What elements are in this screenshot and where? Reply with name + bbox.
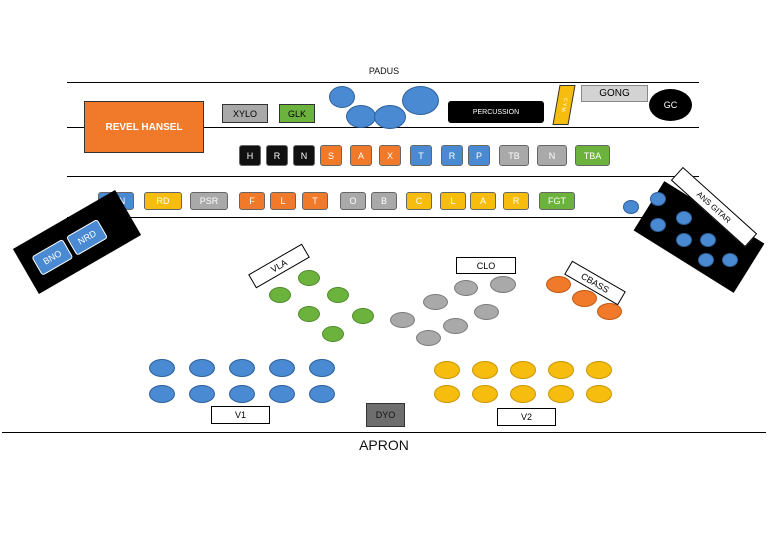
viola-seat bbox=[298, 270, 320, 286]
padus-label: PADUS bbox=[368, 66, 400, 76]
clo-tag: CLO bbox=[456, 257, 516, 274]
timpani-4 bbox=[402, 86, 439, 115]
apron-line bbox=[2, 432, 766, 433]
violin2-seat bbox=[434, 385, 460, 403]
violin2-seat bbox=[434, 361, 460, 379]
guitar-seat-7 bbox=[698, 253, 714, 267]
violin2-seat bbox=[510, 385, 536, 403]
riser3-instrument-box: C bbox=[406, 192, 432, 210]
riser2-instrument-box: A bbox=[350, 145, 372, 166]
violin1-seat bbox=[149, 359, 175, 377]
guitar-seat-5 bbox=[676, 233, 692, 247]
v2-tag: V2 bbox=[497, 408, 556, 426]
riser-line-3 bbox=[67, 176, 699, 177]
riser-line-4 bbox=[67, 217, 699, 218]
riser3-instrument-box: RD bbox=[144, 192, 182, 210]
violin2-seat bbox=[586, 385, 612, 403]
viola-seat bbox=[269, 287, 291, 303]
contrabass-seat bbox=[597, 303, 622, 320]
riser2-instrument-box: H bbox=[239, 145, 261, 166]
riser3-instrument-box: FGT bbox=[539, 192, 575, 210]
viola-seat bbox=[352, 308, 374, 324]
riser3-instrument-box: R bbox=[503, 192, 529, 210]
guitar-seat-2 bbox=[650, 192, 666, 206]
glk-box: GLK bbox=[279, 104, 315, 123]
timpani-1 bbox=[329, 86, 355, 108]
cello-seat bbox=[443, 318, 468, 334]
riser3-instrument-box: A bbox=[470, 192, 496, 210]
riser2-instrument-box: N bbox=[537, 145, 567, 166]
guitar-seat-8 bbox=[722, 253, 738, 267]
violin1-seat bbox=[269, 385, 295, 403]
riser2-instrument-box: R bbox=[441, 145, 463, 166]
violin1-seat bbox=[189, 359, 215, 377]
riser3-instrument-box: F bbox=[239, 192, 265, 210]
v1-tag: V1 bbox=[211, 406, 270, 424]
riser3-instrument-box: B bbox=[371, 192, 397, 210]
viola-seat bbox=[327, 287, 349, 303]
cymbal-box: C Y M bbox=[552, 85, 576, 125]
cello-seat bbox=[390, 312, 415, 328]
violin2-seat bbox=[548, 361, 574, 379]
violin2-seat bbox=[586, 361, 612, 379]
riser2-instrument-box: P bbox=[468, 145, 490, 166]
riser2-instrument-box: N bbox=[293, 145, 315, 166]
viola-seat bbox=[322, 326, 344, 342]
cello-seat bbox=[423, 294, 448, 310]
violin2-seat bbox=[510, 361, 536, 379]
riser2-instrument-box: TB bbox=[499, 145, 529, 166]
riser2-instrument-box: S bbox=[320, 145, 342, 166]
violin1-seat bbox=[229, 359, 255, 377]
gc-label: GC bbox=[663, 100, 678, 110]
riser2-instrument-box: T bbox=[410, 145, 432, 166]
cello-seat bbox=[454, 280, 478, 296]
violin1-seat bbox=[149, 385, 175, 403]
riser-line-1 bbox=[67, 82, 699, 83]
bassoon-panel: BNO NRD bbox=[12, 189, 142, 295]
percussion-box: PERCUSSION bbox=[448, 101, 544, 123]
riser2-instrument-box: TBA bbox=[575, 145, 610, 166]
violin1-seat bbox=[269, 359, 295, 377]
gc-drum: GC bbox=[649, 89, 692, 121]
riser2-instrument-box: R bbox=[266, 145, 288, 166]
riser2-instrument-box: X bbox=[379, 145, 401, 166]
riser3-instrument-box: PSR bbox=[190, 192, 228, 210]
nrd-box: NRD bbox=[65, 218, 109, 256]
revel-hansel-box: REVEL HANSEL bbox=[84, 101, 204, 153]
apron-label: APRON bbox=[359, 437, 409, 453]
riser3-instrument-box: L bbox=[440, 192, 466, 210]
contrabass-seat bbox=[546, 276, 571, 293]
violin2-seat bbox=[548, 385, 574, 403]
timpani-2 bbox=[346, 105, 376, 128]
violin2-seat bbox=[472, 385, 498, 403]
violin1-seat bbox=[189, 385, 215, 403]
cello-seat bbox=[490, 276, 516, 293]
dyo-box: DYO bbox=[366, 403, 405, 427]
guitar-seat-6 bbox=[700, 233, 716, 247]
riser3-instrument-box: T bbox=[302, 192, 328, 210]
violin1-seat bbox=[309, 359, 335, 377]
riser3-instrument-box: L bbox=[270, 192, 296, 210]
viola-seat bbox=[298, 306, 320, 322]
timpani-3 bbox=[374, 105, 406, 129]
cello-seat bbox=[474, 304, 499, 320]
cymbal-label: C Y M bbox=[559, 98, 569, 112]
guitar-seat-1 bbox=[623, 200, 639, 214]
contrabass-seat bbox=[572, 290, 597, 307]
xylo-box: XYLO bbox=[222, 104, 268, 123]
cello-seat bbox=[416, 330, 441, 346]
gong-box: GONG bbox=[581, 85, 648, 102]
bno-box: BNO bbox=[31, 238, 74, 276]
violin1-seat bbox=[229, 385, 255, 403]
guitar-seat-4 bbox=[676, 211, 692, 225]
riser3-instrument-box: O bbox=[340, 192, 366, 210]
violin2-seat bbox=[472, 361, 498, 379]
violin1-seat bbox=[309, 385, 335, 403]
guitar-seat-3 bbox=[650, 218, 666, 232]
